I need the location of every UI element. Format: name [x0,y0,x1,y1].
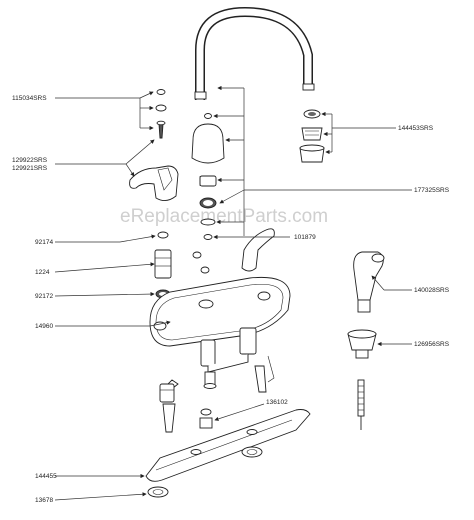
sprayer-hose [357,379,365,430]
sprayer-base [347,329,377,359]
mounting-plate [145,408,311,482]
label-92174: 92174 [35,239,53,246]
label-101879: 101879 [294,234,316,241]
side-sprayer [353,251,385,313]
label-177325srs: 177325SRS [414,187,450,194]
label-92172: 92172 [35,293,53,300]
label-115034srs: 115034SRS [12,95,47,102]
spout-base-body [191,113,225,240]
watermark: eReplacementParts.com [120,206,328,227]
label-140028srs: 140028SRS [414,287,450,294]
escutcheon-plate [149,276,291,347]
label-14960: 14960 [35,323,53,330]
label-129921srs: 129921SRS [12,165,48,172]
valve-body [159,327,275,433]
cartridge-left [154,231,210,299]
lever-handle-left [129,165,179,201]
lever-handle-right [241,228,275,272]
label-144453srs: 144453SRS [398,125,434,132]
label-129922srs: 129922SRS [12,157,48,164]
aerator-parts [299,109,325,163]
mounting-nuts [147,446,263,498]
spout [194,6,315,100]
label-126956srs: 126956SRS [414,341,450,348]
label-1224: 1224 [35,269,50,276]
label-136102: 136102 [266,399,288,406]
handle-cap-parts [155,89,167,139]
label-13678: 13678 [35,497,53,504]
leader-lines [54,85,412,501]
label-144455: 144455 [35,473,57,480]
